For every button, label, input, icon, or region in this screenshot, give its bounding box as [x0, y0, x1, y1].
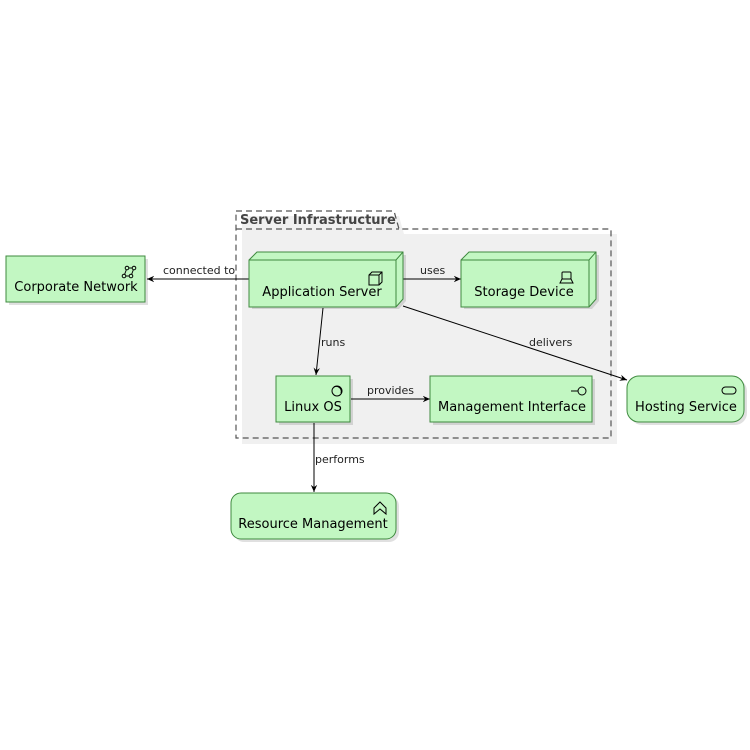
node-management-interface[interactable]: Management Interface — [429, 375, 595, 425]
group-title: Server Infrastructure — [240, 213, 396, 228]
node-label: Storage Device — [474, 285, 573, 300]
node-label: Linux OS — [284, 400, 342, 415]
storage-device-icon — [559, 271, 574, 284]
network-icon — [121, 265, 137, 279]
edge-label-delivers: delivers — [529, 336, 573, 349]
edge-label-uses: uses — [420, 264, 445, 277]
node-label: Management Interface — [438, 400, 586, 415]
edge-runs — [313, 307, 324, 376]
node-storage-device[interactable]: Storage Device — [460, 251, 599, 309]
device-icon — [368, 271, 383, 286]
node-label: Application Server — [262, 285, 382, 300]
node-resource-management[interactable]: Resource Management — [230, 492, 399, 542]
edge-label-performs: performs — [315, 453, 365, 466]
service-icon — [721, 386, 737, 395]
node-label: Corporate Network — [14, 280, 138, 295]
node-application-server[interactable]: Application Server — [248, 251, 406, 309]
edge-label-connected-to: connected to — [163, 264, 235, 277]
function-icon — [373, 501, 387, 516]
interface-icon — [571, 386, 587, 396]
node-label: Resource Management — [238, 517, 387, 532]
system-software-icon — [331, 385, 343, 397]
node-corporate-network[interactable]: Corporate Network — [5, 255, 148, 305]
edge-label-runs: runs — [321, 336, 345, 349]
edges: connected to uses runs delivers provides… — [147, 264, 628, 492]
edge-delivers — [402, 305, 628, 381]
node-hosting-service[interactable]: Hosting Service — [626, 375, 747, 425]
node-linux-os[interactable]: Linux OS — [275, 375, 353, 425]
edge-label-provides: provides — [367, 384, 414, 397]
node-label: Hosting Service — [635, 400, 737, 415]
